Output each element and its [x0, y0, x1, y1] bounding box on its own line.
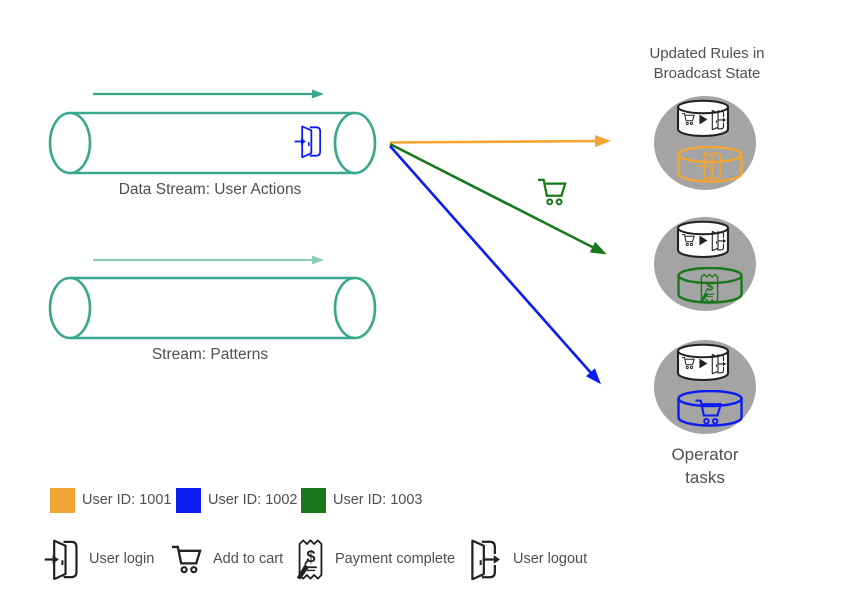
legend-label: Payment complete	[335, 551, 456, 567]
legend-payment-complete: Payment complete	[295, 534, 455, 584]
legend-label: User ID: 1003	[333, 492, 423, 508]
legend-user-1003: User ID: 1003	[301, 487, 422, 513]
rule-cylinder-icon	[678, 222, 728, 257]
stream-label-patterns: Stream: Patterns	[151, 346, 269, 363]
operator-task-1	[654, 96, 756, 190]
operator-task-3	[654, 340, 756, 434]
arrow-user-1003	[389, 142, 607, 255]
legend-label: User logout	[513, 551, 588, 567]
stream-cylinder-patterns	[48, 276, 377, 340]
stream-label-user-actions: Data Stream: User Actions	[118, 181, 302, 198]
rule-cylinder-icon	[678, 345, 728, 380]
add-to-cart-icon	[537, 178, 567, 206]
rule-cylinder-icon	[678, 101, 728, 136]
legend-user-1002: User ID: 1002	[176, 487, 297, 513]
payment-complete-icon	[295, 537, 326, 582]
arrow-user-1002	[389, 145, 601, 385]
user-logout-icon	[466, 539, 504, 580]
orange-swatch	[50, 487, 75, 513]
legend-label: Add to cart	[213, 551, 284, 567]
legend-label: User ID: 1002	[208, 492, 298, 508]
legend-label: User login	[89, 551, 155, 567]
legend-user-logout: User logout	[466, 534, 587, 584]
user-login-icon	[44, 539, 80, 580]
legend-add-to-cart: Add to cart	[171, 534, 283, 584]
arrow-user-1001	[389, 135, 611, 148]
legend-user-1001: User ID: 1001	[50, 487, 171, 513]
stream-cylinder-user-actions	[48, 111, 377, 175]
operator-tasks-label: Operator tasks	[671, 445, 739, 487]
blue-swatch	[176, 487, 201, 513]
legend-user-login: User login	[44, 534, 154, 584]
green-swatch	[301, 487, 326, 513]
operator-task-2	[654, 217, 756, 311]
legend-label: User ID: 1001	[82, 492, 172, 508]
broadcast-state-title: Updated Rules in Broadcast State	[649, 45, 765, 82]
add-to-cart-icon	[171, 544, 204, 575]
user-login-icon	[294, 125, 322, 158]
